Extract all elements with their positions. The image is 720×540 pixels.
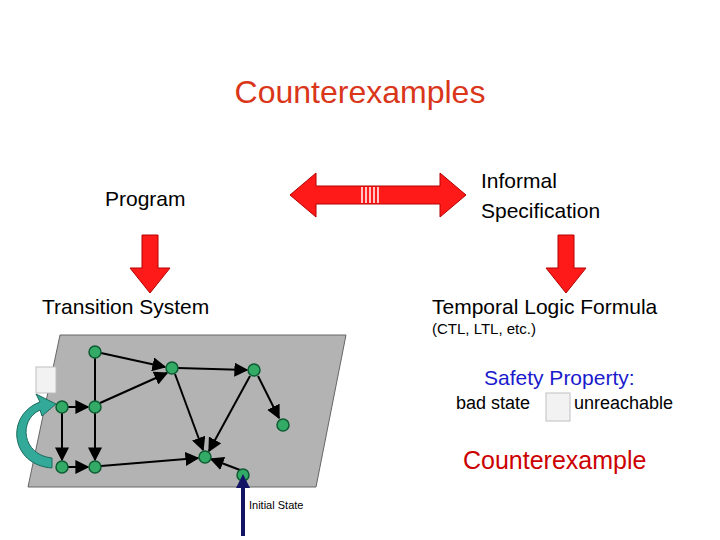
image-placeholder: [36, 367, 56, 393]
result-label: Counterexample: [463, 445, 646, 475]
initial-label: Initial State: [249, 499, 303, 512]
initial-arrowhead: [236, 474, 250, 488]
loop-arrow: [17, 394, 56, 468]
down-arrow: [546, 235, 586, 293]
property-label: Safety Property:: [484, 365, 635, 390]
initial-arrow: [241, 484, 245, 536]
property-text: unreachable: [574, 393, 673, 415]
arrow-stripes: [362, 187, 378, 203]
logic-note: (CTL, LTL, etc.): [432, 320, 536, 338]
property-text: bad state: [456, 393, 530, 415]
image-placeholder: [546, 393, 570, 421]
spec-label: Informal Specification: [481, 166, 621, 226]
down-arrow: [130, 235, 170, 293]
model-label: Transition System: [42, 294, 209, 319]
double-arrow: [290, 173, 466, 217]
transition-edges: [62, 353, 279, 470]
source-label: Program: [105, 186, 186, 211]
state-nodes: [56, 346, 289, 481]
formula-label: Temporal Logic Formula: [432, 294, 657, 319]
state-plane: [28, 335, 346, 487]
slide-title: Counterexamples: [0, 74, 720, 111]
